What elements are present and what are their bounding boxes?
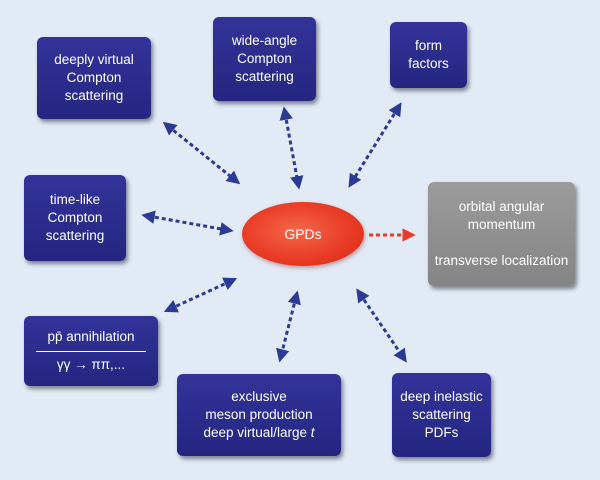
deep-inelastic-label: deep inelastic scattering PDFs xyxy=(400,389,483,440)
gpds-ellipse: GPDs xyxy=(242,202,364,266)
deep-inelastic-box: deep inelastic scattering PDFs xyxy=(392,373,491,457)
annihilation-box: pp̄ annihilation γγ → ππ,... xyxy=(24,316,158,386)
link-tlcs xyxy=(141,210,234,236)
fraction-divider xyxy=(36,351,146,352)
time-like-compton-label: time-like Compton scattering xyxy=(45,192,105,243)
link-dis xyxy=(356,288,407,363)
wide-angle-compton-box: wide-angle Compton scattering xyxy=(213,17,316,101)
link-annihilation xyxy=(163,277,238,313)
exclusive-meson-box: exclusive meson production deep virtual/… xyxy=(177,374,341,456)
link-form-factors xyxy=(348,102,402,188)
momentum-transfer-variable: t xyxy=(310,425,315,440)
annihilation-bottom-label: γγ → ππ,... xyxy=(56,357,126,372)
deeply-virtual-compton-box: deeply virtual Compton scattering xyxy=(37,37,151,119)
link-dvcs xyxy=(162,121,241,185)
form-factors-label: form factors xyxy=(408,38,449,71)
orbital-angular-momentum-box: orbital angular momentum transverse loca… xyxy=(428,182,575,286)
wide-angle-compton-label: wide-angle Compton scattering xyxy=(231,33,298,84)
exclusive-meson-label: exclusive meson production deep virtual/… xyxy=(203,389,313,440)
link-meson xyxy=(276,290,301,363)
annihilation-top-label: pp̄ annihilation xyxy=(47,329,135,344)
time-like-compton-box: time-like Compton scattering xyxy=(24,175,126,261)
deeply-virtual-compton-label: deeply virtual Compton scattering xyxy=(54,52,134,103)
exclusive-meson-text: exclusive meson production deep virtual/… xyxy=(203,388,314,442)
link-wacs xyxy=(279,106,304,190)
form-factors-box: form factors xyxy=(390,22,467,88)
orbital-angular-momentum-label: orbital angular momentum transverse loca… xyxy=(434,199,569,268)
gpds-label: GPDs xyxy=(284,226,322,242)
